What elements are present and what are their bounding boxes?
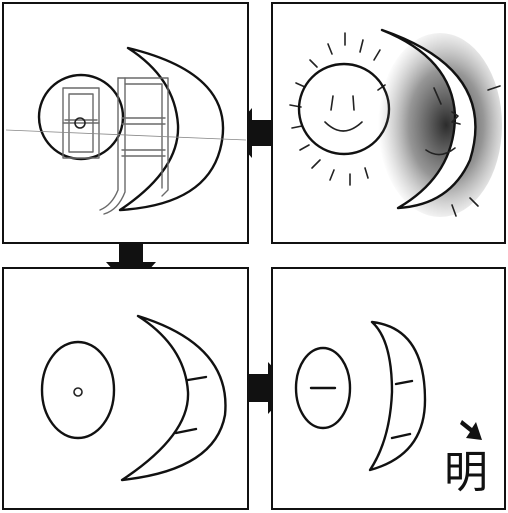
panel-simplified-sun-and-moon (3, 268, 248, 509)
result-character: 明 (444, 447, 488, 498)
panel-character-over-picture (3, 3, 248, 243)
panel-frame (3, 268, 248, 509)
panel-strokes-as-character: 明 (272, 268, 505, 509)
panel-sun-and-moon-picture (272, 3, 505, 243)
